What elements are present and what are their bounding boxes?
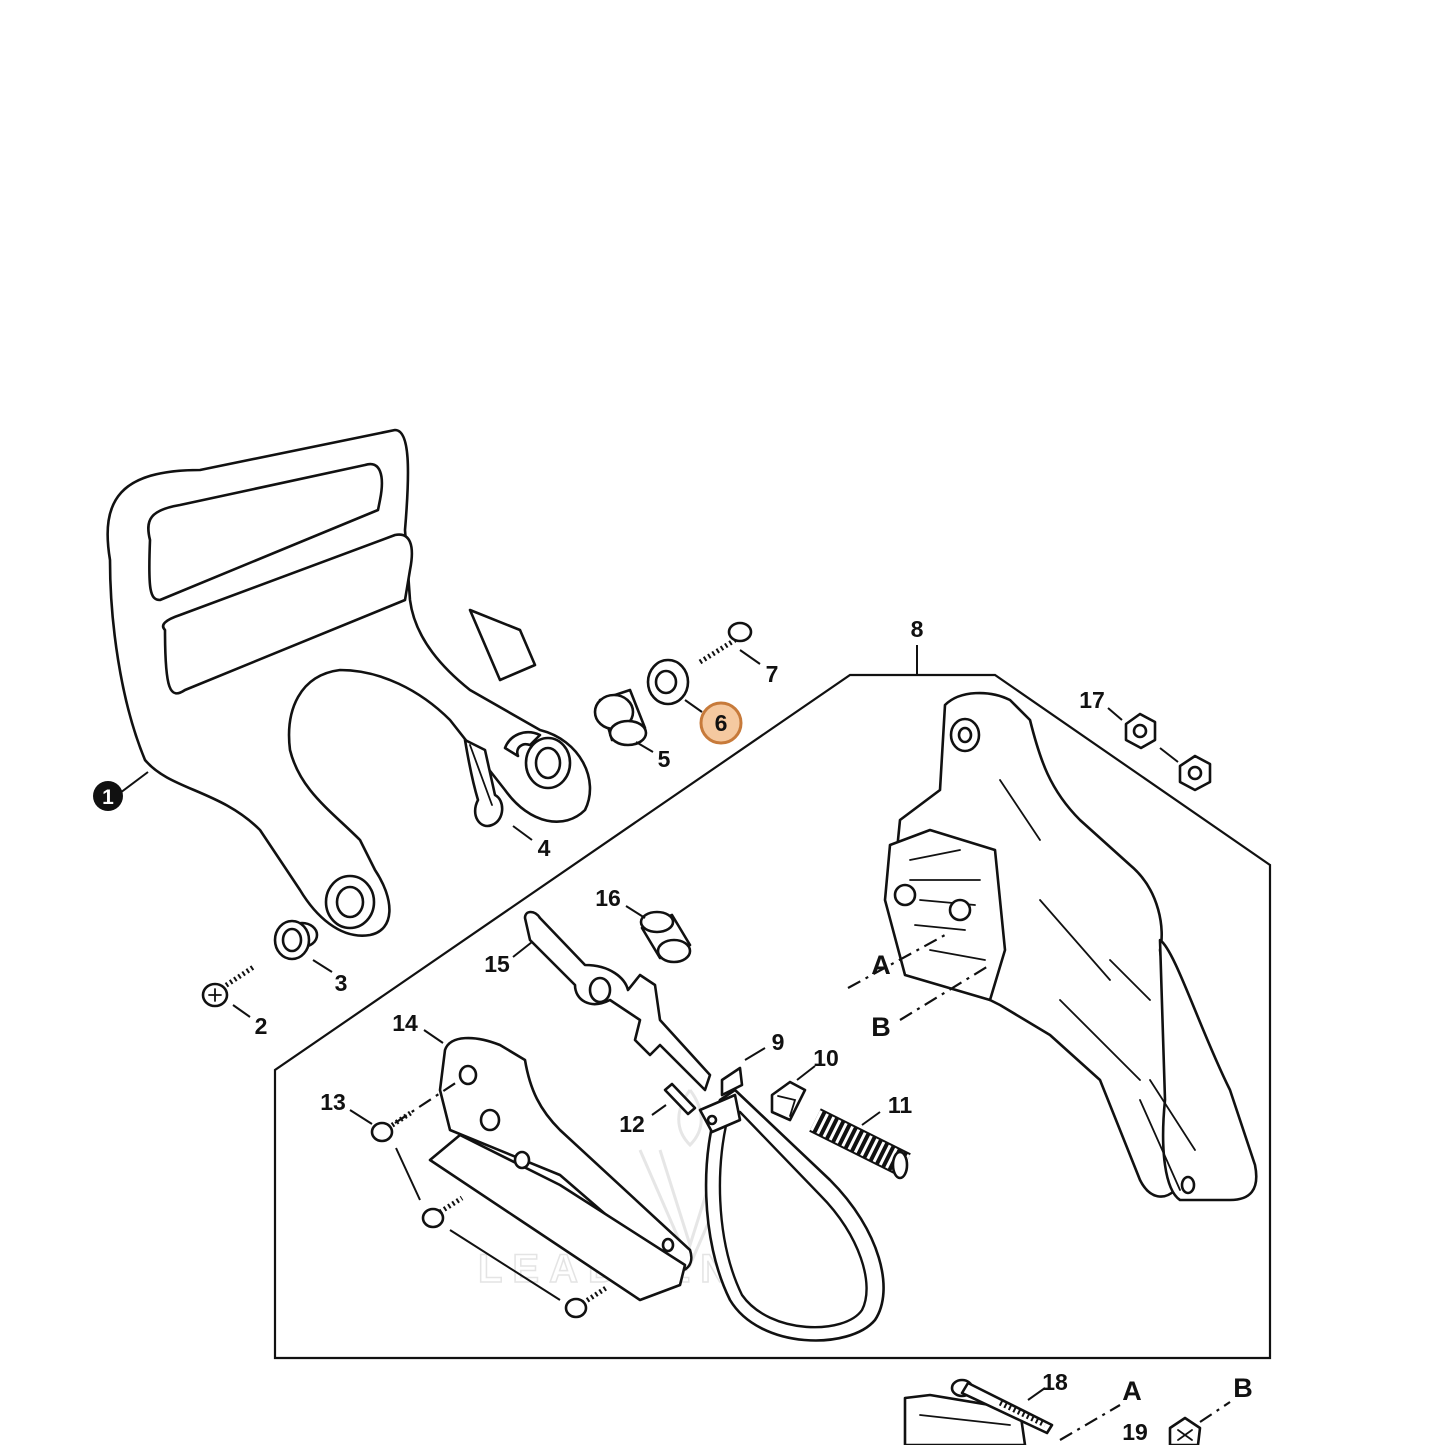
leader-13 [349, 1109, 373, 1125]
sleeve-part-5[interactable] [593, 688, 648, 747]
ref-line-a-lower [1059, 1404, 1121, 1441]
screw-part-13-b[interactable] [421, 1195, 464, 1229]
screw-part-13-a[interactable] [370, 1109, 414, 1143]
callout-10[interactable]: 10 [813, 1045, 839, 1071]
ref-line-b-lower [1199, 1401, 1231, 1423]
callout-8[interactable]: 8 [911, 616, 924, 642]
leader-3 [312, 959, 333, 973]
callout-17[interactable]: 17 [1079, 687, 1105, 713]
callout-11[interactable]: 11 [888, 1092, 913, 1118]
leader-13-chain-a [395, 1147, 421, 1201]
bolt-part-7[interactable] [698, 621, 753, 665]
ref-line-b [899, 964, 991, 1021]
ref-line-a [847, 934, 946, 989]
ref-line-13 [394, 1079, 461, 1124]
callout-1-text: 1 [102, 786, 114, 809]
ref-label-b-lower: B [1233, 1373, 1253, 1403]
leader-14 [423, 1029, 444, 1044]
cover-plate-part-14[interactable] [428, 1036, 693, 1302]
nut-part-19[interactable] [1168, 1416, 1202, 1445]
leader-13-chain-b [449, 1229, 561, 1301]
callout-6-highlighted[interactable]: 6 [699, 701, 743, 745]
leader-16 [625, 905, 646, 919]
callout-12[interactable]: 12 [619, 1111, 645, 1137]
leader-9 [744, 1047, 766, 1061]
leader-1 [119, 771, 149, 794]
ref-label-a-lower: A [1122, 1376, 1142, 1406]
bolt-part-18[interactable] [950, 1378, 1054, 1435]
callout-15[interactable]: 15 [484, 951, 510, 977]
callout-9[interactable]: 9 [772, 1029, 785, 1055]
leader-12 [651, 1104, 667, 1116]
leader-6 [684, 699, 703, 713]
callout-5[interactable]: 5 [658, 746, 671, 772]
pin-part-12[interactable] [663, 1082, 697, 1116]
handguard-part[interactable] [106, 428, 592, 937]
washer-part-6[interactable] [646, 658, 690, 706]
callout-16[interactable]: 16 [595, 885, 621, 911]
callout-19[interactable]: 19 [1122, 1419, 1148, 1445]
ref-label-a: A [871, 950, 891, 980]
brake-lever-part-15[interactable] [523, 910, 712, 1092]
leader-7 [739, 649, 761, 665]
callout-13[interactable]: 13 [320, 1089, 346, 1115]
callout-3[interactable]: 3 [335, 970, 348, 996]
callout-1[interactable]: 1 [93, 781, 123, 811]
leader-11 [861, 1111, 881, 1126]
callout-4[interactable]: 4 [538, 835, 551, 861]
screw-part-13-c[interactable] [564, 1285, 608, 1319]
callout-18[interactable]: 18 [1042, 1369, 1068, 1395]
block-part-10[interactable] [770, 1080, 807, 1122]
leader-4 [512, 825, 533, 841]
leader-18 [1027, 1387, 1046, 1401]
leader-10 [796, 1065, 816, 1081]
ref-label-b: B [871, 1012, 891, 1042]
callout-7[interactable]: 7 [766, 661, 779, 687]
spring-part-11[interactable] [809, 1108, 911, 1180]
brake-band-part-9[interactable] [698, 1066, 885, 1342]
leader-2 [232, 1004, 251, 1018]
leader-17a [1107, 707, 1123, 721]
leader-5 [635, 741, 654, 753]
sleeve-part-16[interactable] [639, 910, 692, 964]
spring-clip-part-4[interactable] [463, 738, 504, 828]
callout-14[interactable]: 14 [392, 1010, 418, 1036]
nut-part-17-b[interactable] [1178, 754, 1212, 792]
callout-6: 6 [715, 710, 728, 736]
bushing-part-3[interactable] [273, 919, 319, 961]
brake-housing-part-8[interactable] [883, 691, 1258, 1202]
nut-part-17-a[interactable] [1124, 712, 1157, 750]
callout-2[interactable]: 2 [255, 1013, 268, 1039]
assembly-frame [273, 673, 1272, 1360]
leader-17b [1159, 747, 1179, 763]
screw-part-2[interactable] [201, 963, 257, 1008]
leader-15 [512, 941, 533, 958]
